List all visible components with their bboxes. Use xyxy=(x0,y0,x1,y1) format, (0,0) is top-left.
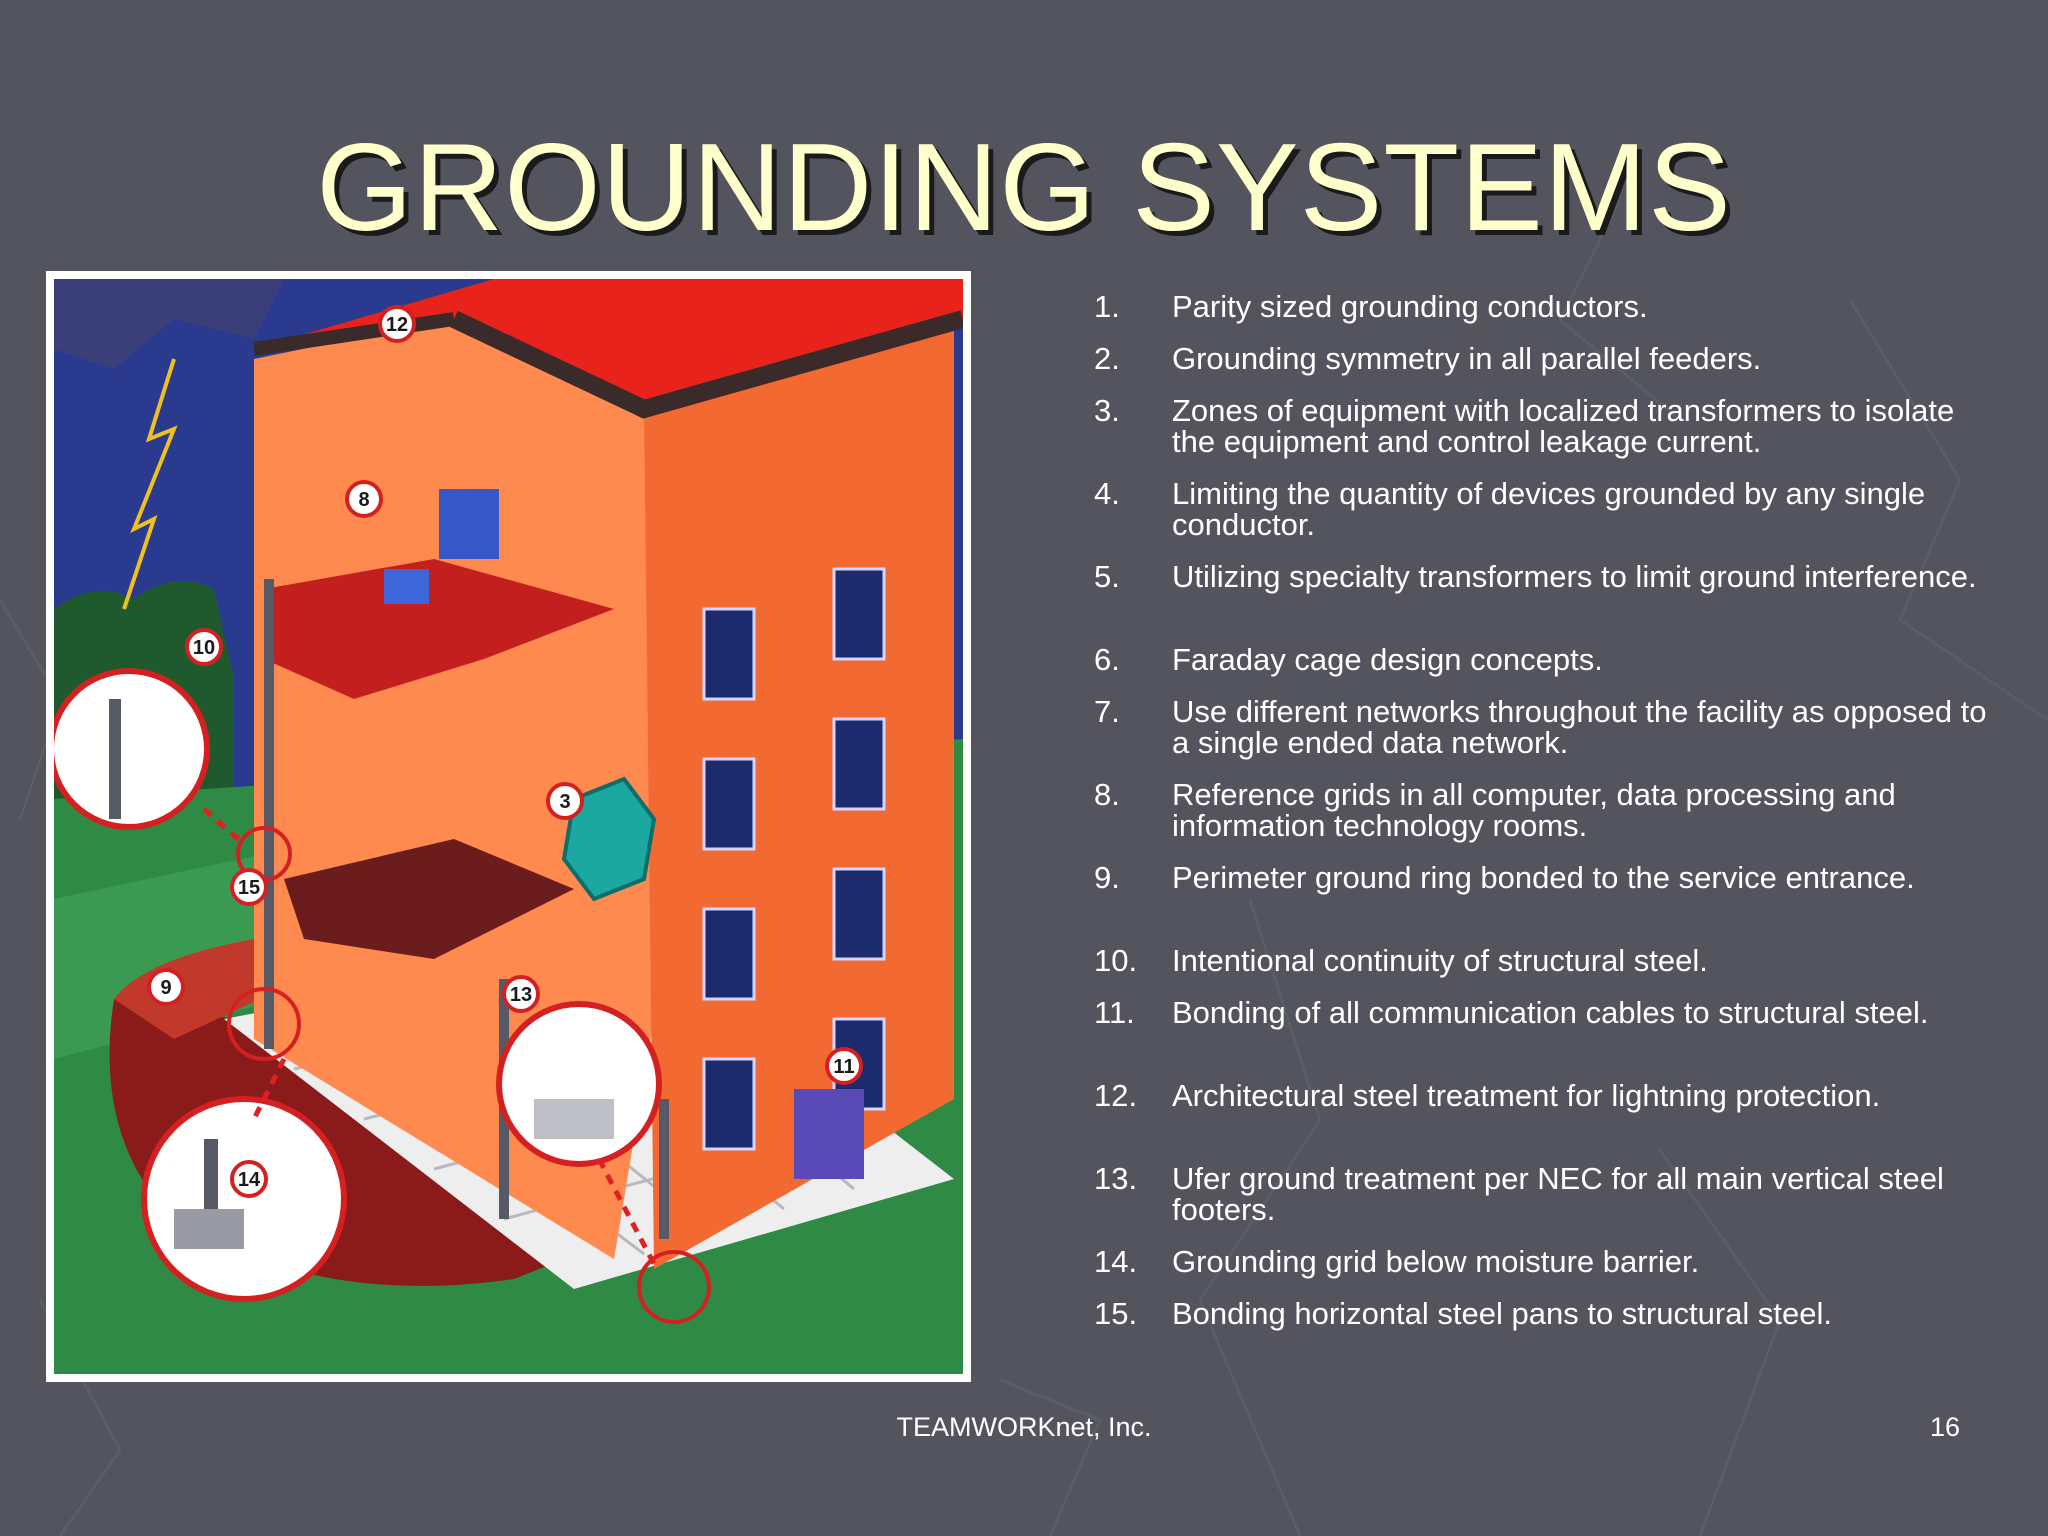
list-item: 3. Zones of equipment with localized tran… xyxy=(1094,395,1994,457)
list-item: 5. Utilizing specialty transformers to li… xyxy=(1094,561,1994,592)
list-item-text: Bonding of all communication cables to s… xyxy=(1172,995,1929,1030)
svg-text:10: 10 xyxy=(193,637,215,659)
callout-12: 12 xyxy=(378,305,416,343)
list-item-text: Ufer ground treatment per NEC for all ma… xyxy=(1172,1161,1944,1227)
svg-text:8: 8 xyxy=(358,489,369,511)
svg-text:9: 9 xyxy=(160,977,171,999)
list-item: 6. Faraday cage design concepts. xyxy=(1094,644,1994,675)
list-item: 8. Reference grids in all computer, data … xyxy=(1094,779,1994,841)
list-item-number: 9. xyxy=(1094,860,1120,895)
list-item-number: 7. xyxy=(1094,694,1120,729)
list-item-text: Utilizing specialty transformers to limi… xyxy=(1172,559,1977,594)
list-item: 2. Grounding symmetry in all parallel fee… xyxy=(1094,343,1994,374)
list-item-number: 1. xyxy=(1094,289,1120,324)
list-item-text: Architectural steel treatment for lightn… xyxy=(1172,1078,1881,1113)
list-item-number: 11. xyxy=(1094,995,1135,1030)
list-item-text: Limiting the quantity of devices grounde… xyxy=(1172,476,1926,542)
list-item: 15. Bonding horizontal steel pans to stru… xyxy=(1094,1298,1994,1329)
list-item: 10. Intentional continuity of structural … xyxy=(1094,945,1994,976)
svg-text:12: 12 xyxy=(386,314,408,336)
list-item-number: 15. xyxy=(1094,1296,1138,1331)
list-item-number: 5. xyxy=(1094,559,1120,594)
list-item: 9. Perimeter ground ring bonded to the se… xyxy=(1094,862,1994,893)
callout-9: 9 xyxy=(147,968,185,1006)
equipment-box xyxy=(439,489,499,559)
list-item-text: Zones of equipment with localized transf… xyxy=(1172,393,1955,459)
interior-floor-lower xyxy=(284,839,574,959)
list-item-number: 2. xyxy=(1094,341,1120,376)
equipment-box-small xyxy=(384,569,429,604)
faraday-cage xyxy=(561,776,657,902)
communication-box xyxy=(794,1089,864,1179)
list-item: 14. Grounding grid below moisture barrier… xyxy=(1094,1246,1994,1277)
svg-text:13: 13 xyxy=(510,984,532,1006)
lightning-bolt xyxy=(122,358,178,610)
list-item: 11. Bonding of all communication cables t… xyxy=(1094,997,1994,1028)
list-item-number: 13. xyxy=(1094,1161,1138,1196)
svg-text:14: 14 xyxy=(238,1169,261,1191)
callout-15: 15 xyxy=(230,868,268,906)
list-item-text: Reference grids in all computer, data pr… xyxy=(1172,777,1896,843)
list-item-text: Grounding symmetry in all parallel feede… xyxy=(1172,341,1762,376)
page-title: GROUNDING SYSTEMS xyxy=(316,119,1732,257)
list-item-number: 8. xyxy=(1094,777,1120,812)
footer-company: TEAMWORKnet, Inc. xyxy=(896,1412,1152,1442)
list-item-text: Perimeter ground ring bonded to the serv… xyxy=(1172,860,1915,895)
list-item: 1. Parity sized grounding conductors. xyxy=(1094,291,1994,322)
callout-8: 8 xyxy=(345,480,383,518)
roof xyxy=(254,279,963,409)
callout-13: 13 xyxy=(502,975,540,1013)
building-cutaway-diagram: 12 8 10 3 15 9 13 11 14 xyxy=(54,279,963,1374)
page-number: 16 xyxy=(1929,1412,1960,1442)
callout-14: 14 xyxy=(230,1160,268,1198)
storm-cloud xyxy=(54,279,284,369)
list-item-number: 4. xyxy=(1094,476,1120,511)
detail-circle-13 xyxy=(496,1001,662,1167)
svg-text:11: 11 xyxy=(833,1056,854,1078)
list-item: 7. Use different networks throughout the … xyxy=(1094,696,1994,758)
list-item: 4. Limiting the quantity of devices groun… xyxy=(1094,478,1994,540)
list-item-text: Intentional continuity of structural ste… xyxy=(1172,943,1708,978)
list-item-number: 14. xyxy=(1094,1244,1138,1279)
callout-3: 3 xyxy=(546,782,584,820)
callout-11: 11 xyxy=(825,1047,863,1085)
callout-10: 10 xyxy=(185,628,223,666)
detail-circle-10 xyxy=(54,668,210,830)
grounding-illustration: 12 8 10 3 15 9 13 11 14 xyxy=(46,271,971,1382)
svg-text:15: 15 xyxy=(238,877,260,899)
list-item: 12. Architectural steel treatment for lig… xyxy=(1094,1080,1994,1111)
list-item-text: Parity sized grounding conductors. xyxy=(1172,289,1648,324)
list-item-text: Use different networks throughout the fa… xyxy=(1172,694,1987,760)
list-item-number: 3. xyxy=(1094,393,1120,428)
list-item-number: 6. xyxy=(1094,642,1120,677)
list-item-number: 10. xyxy=(1094,943,1138,978)
svg-text:3: 3 xyxy=(559,791,570,813)
detail-circle-14 xyxy=(141,1096,347,1302)
list-item-text: Faraday cage design concepts. xyxy=(1172,642,1603,677)
list-item-number: 12. xyxy=(1094,1078,1138,1113)
roof-edge xyxy=(450,310,963,419)
list-item-text: Grounding grid below moisture barrier. xyxy=(1172,1244,1700,1279)
list-item: 13. Ufer ground treatment per NEC for all… xyxy=(1094,1163,1994,1225)
list-item-text: Bonding horizontal steel pans to structu… xyxy=(1172,1296,1832,1331)
interior-floor-upper xyxy=(264,559,614,699)
windows xyxy=(702,567,886,1151)
